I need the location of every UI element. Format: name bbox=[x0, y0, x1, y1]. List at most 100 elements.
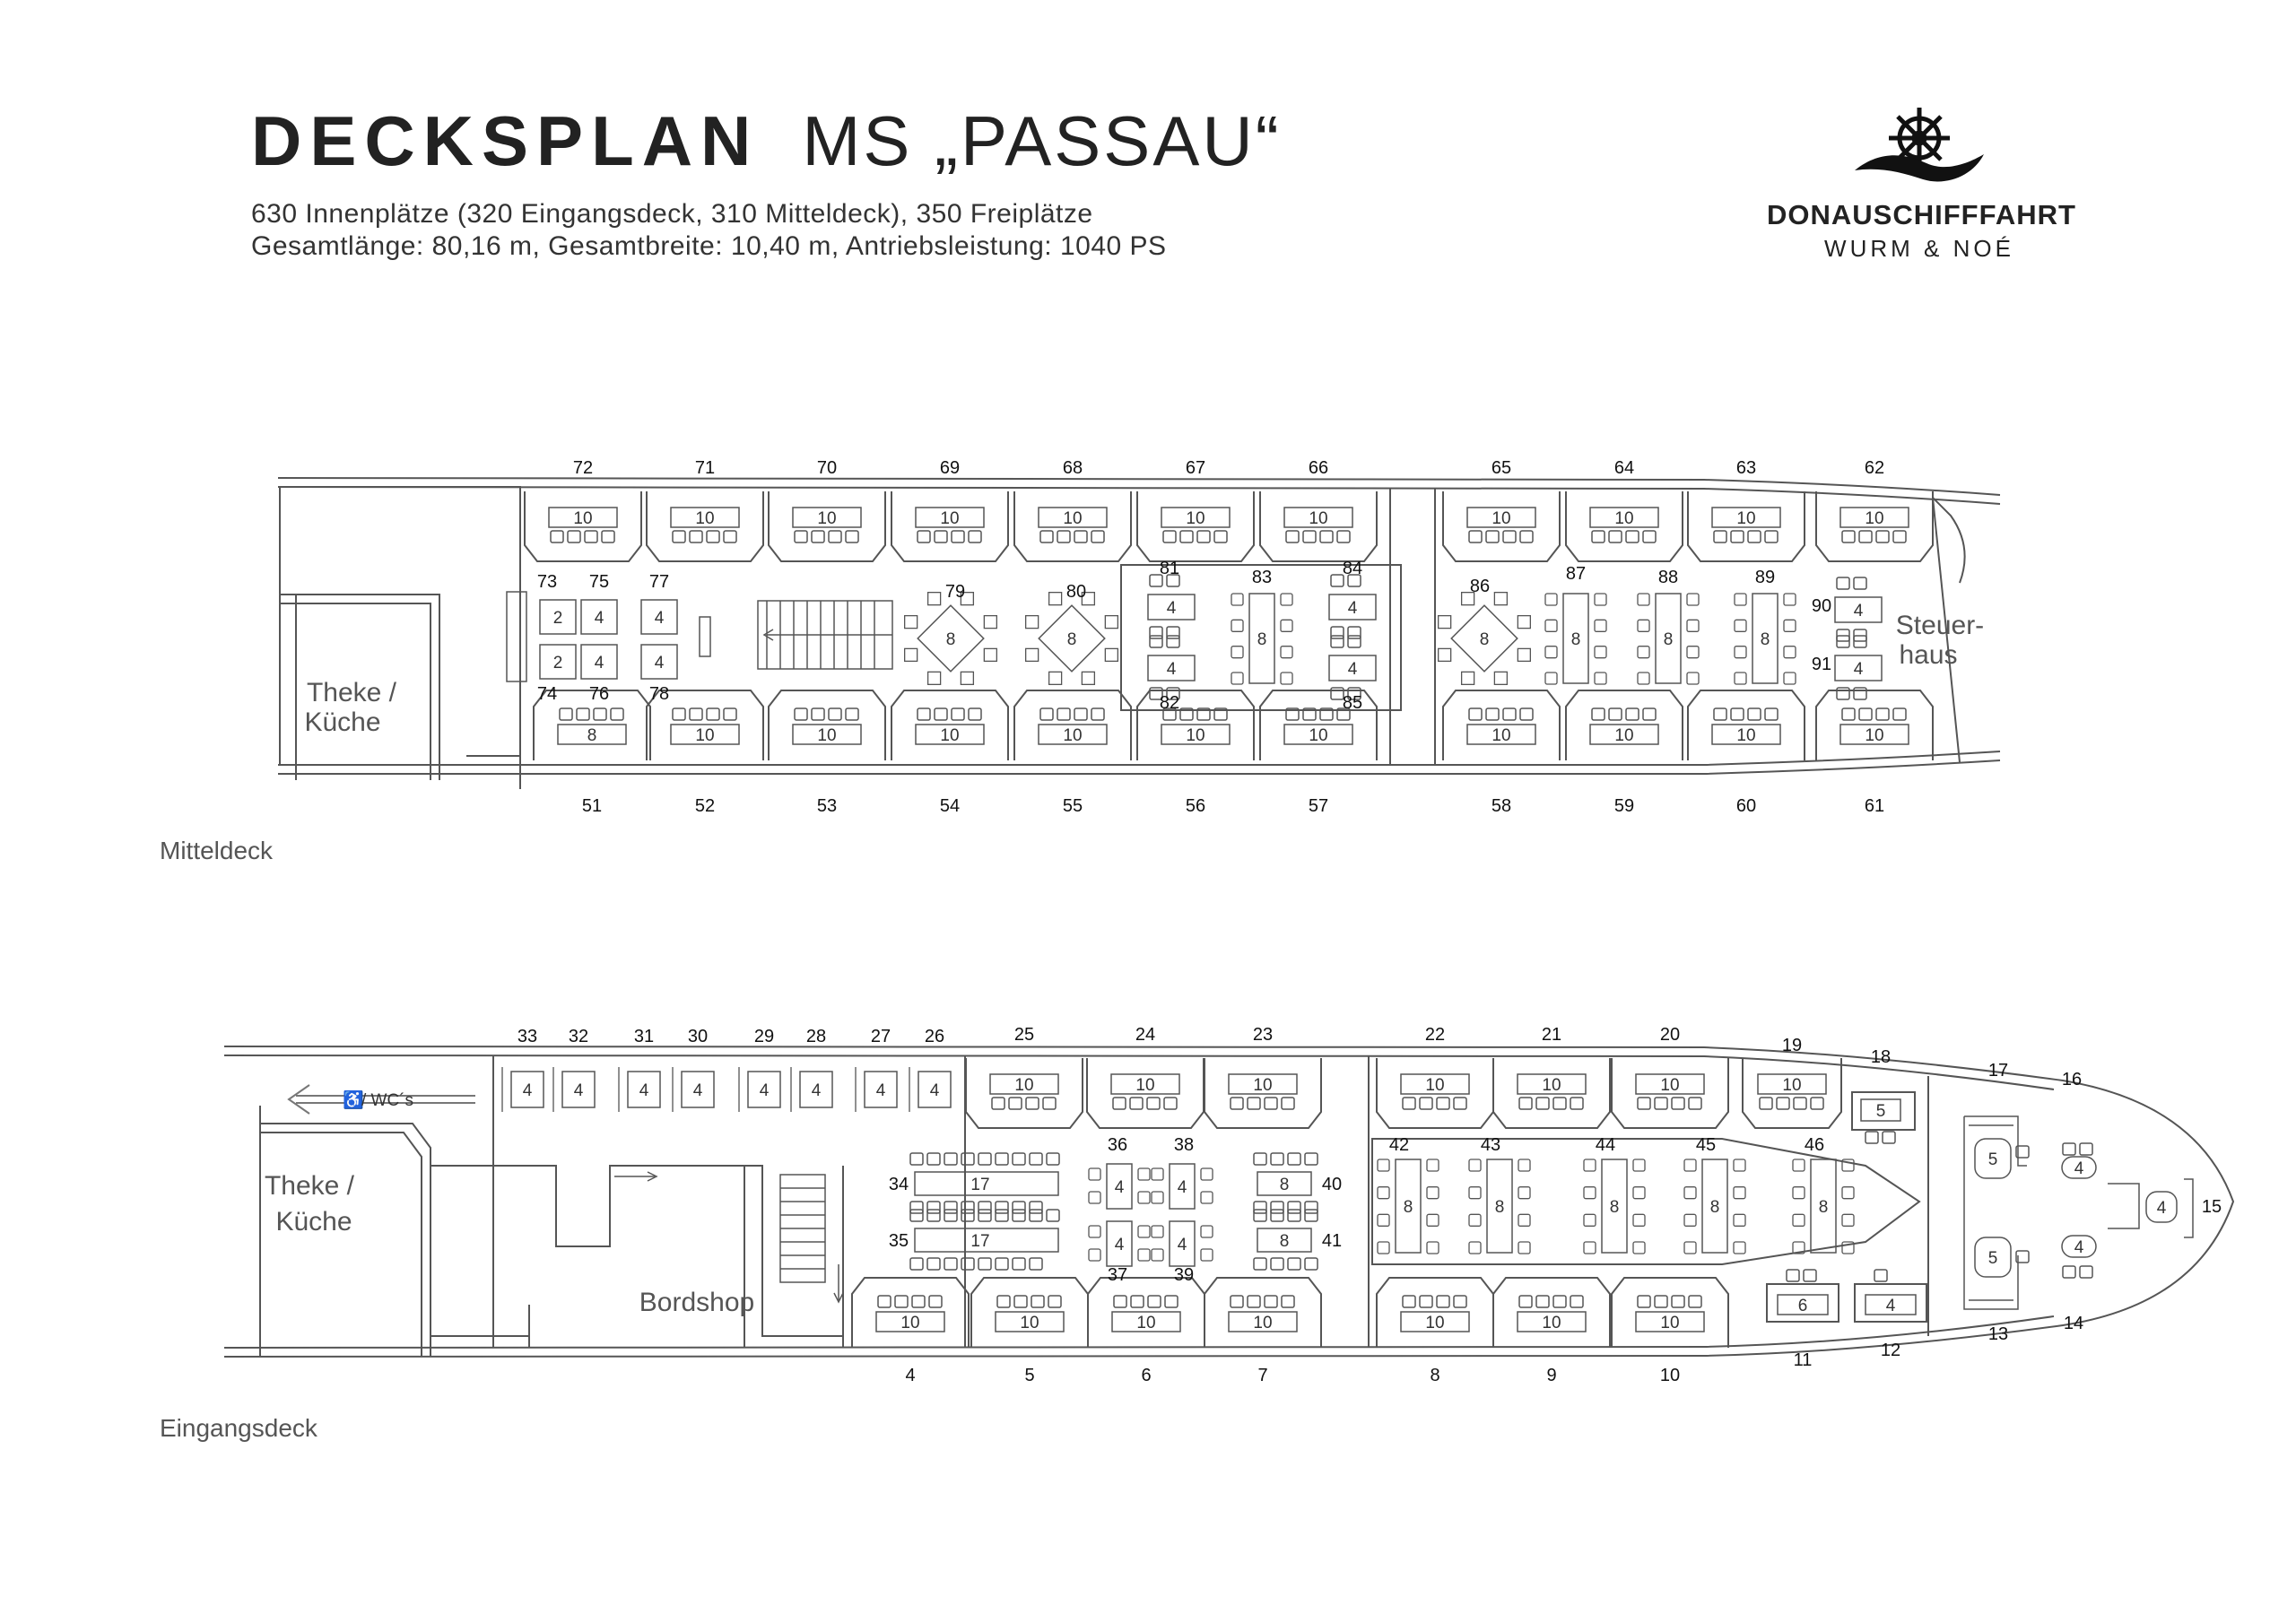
table-capacity: 10 bbox=[1736, 726, 1755, 745]
table-number: 38 bbox=[1174, 1135, 1194, 1155]
chair-icon bbox=[1764, 707, 1779, 721]
table-87: 887 bbox=[1544, 564, 1607, 685]
chair-icon bbox=[995, 1257, 1009, 1271]
chair-icon bbox=[1642, 530, 1657, 543]
table-32: 432 bbox=[552, 1027, 596, 1112]
title-ship-name: MS „PASSAU“ bbox=[802, 101, 1282, 180]
table-76: 476 bbox=[580, 644, 618, 704]
table-number: 44 bbox=[1596, 1135, 1615, 1155]
table-91: 491 bbox=[1812, 635, 1883, 700]
chair-icon bbox=[1081, 671, 1096, 685]
table-number: 6 bbox=[1141, 1366, 1151, 1385]
chair-icon bbox=[991, 1097, 1005, 1110]
chair-icon bbox=[2079, 1142, 2093, 1156]
bow-table-13b: 5 bbox=[1974, 1237, 2012, 1278]
table-number: 21 bbox=[1542, 1025, 1561, 1045]
table-capacity: 4 bbox=[595, 609, 604, 628]
bow-table-14: 4 bbox=[2061, 1235, 2097, 1258]
chair-icon bbox=[1671, 1097, 1685, 1110]
chair-icon bbox=[1336, 707, 1351, 721]
table-number: 72 bbox=[573, 458, 593, 478]
chair-icon bbox=[1031, 1295, 1045, 1308]
chair-icon bbox=[1632, 1186, 1646, 1200]
table-capacity: 10 bbox=[1425, 1076, 1444, 1095]
table-90: 490 bbox=[1812, 577, 1883, 642]
chair-icon bbox=[995, 1201, 1009, 1214]
chair-icon bbox=[1025, 614, 1039, 629]
chair-icon bbox=[1247, 1097, 1261, 1110]
chair-icon bbox=[1874, 1269, 1888, 1282]
table-capacity: 17 bbox=[970, 1176, 989, 1194]
table-number: 53 bbox=[817, 796, 837, 816]
chair-icon bbox=[1570, 1295, 1584, 1308]
chair-icon bbox=[1231, 672, 1244, 685]
seating-layer: 1072107110701069106810671066106510641063… bbox=[501, 458, 2222, 1385]
table-31: 431 bbox=[618, 1027, 661, 1112]
chair-icon bbox=[1485, 530, 1500, 543]
chair-icon bbox=[926, 671, 942, 685]
chair-icon bbox=[584, 530, 598, 543]
chair-icon bbox=[1166, 574, 1180, 587]
table-capacity: 4 bbox=[1178, 1236, 1187, 1254]
table-83: 883 bbox=[1231, 568, 1293, 685]
table-number: 90 bbox=[1812, 596, 1831, 616]
table-capacity: 8 bbox=[946, 630, 956, 649]
table-number: 20 bbox=[1660, 1025, 1680, 1045]
chair-icon bbox=[1287, 1209, 1301, 1222]
chair-icon bbox=[1713, 530, 1727, 543]
table-11: 611 bbox=[1766, 1269, 1839, 1370]
chair-icon bbox=[1104, 614, 1118, 629]
chair-icon bbox=[1865, 1131, 1879, 1144]
table-capacity: 8 bbox=[587, 726, 597, 745]
table-capacity: 4 bbox=[930, 1081, 940, 1100]
chair-icon bbox=[1502, 530, 1517, 543]
chair-icon bbox=[1518, 1097, 1533, 1110]
table-capacity: 10 bbox=[1736, 509, 1755, 528]
chair-icon bbox=[845, 707, 859, 721]
chair-icon bbox=[1319, 530, 1334, 543]
table-number: 51 bbox=[582, 796, 602, 816]
table-number: 78 bbox=[649, 684, 669, 704]
chair-icon bbox=[1637, 672, 1650, 685]
table-capacity: 5 bbox=[1988, 1249, 1998, 1268]
table-51: 8 51 bbox=[533, 690, 651, 816]
chair-icon bbox=[917, 707, 931, 721]
chair-icon bbox=[1247, 1295, 1261, 1308]
chair-icon bbox=[1654, 1097, 1668, 1110]
chair-icon bbox=[1468, 1213, 1482, 1227]
table-8: 108 bbox=[1376, 1277, 1494, 1385]
table-capacity: 10 bbox=[1865, 509, 1883, 528]
chair-icon bbox=[1039, 707, 1054, 721]
chair-icon bbox=[1287, 1152, 1301, 1166]
table-number: 62 bbox=[1865, 458, 1884, 478]
chair-icon bbox=[794, 707, 808, 721]
table-number: 28 bbox=[806, 1027, 826, 1046]
chair-icon bbox=[904, 614, 918, 629]
table-number: 69 bbox=[940, 458, 960, 478]
chair-icon bbox=[1149, 574, 1163, 587]
chair-icon bbox=[1025, 647, 1039, 663]
table-number: 65 bbox=[1492, 458, 1511, 478]
chair-icon bbox=[1793, 1097, 1807, 1110]
chair-icon bbox=[1519, 707, 1534, 721]
logo-line-2: WURM & NOÉ bbox=[1824, 235, 2014, 262]
chair-icon bbox=[1591, 530, 1605, 543]
chair-icon bbox=[1253, 1209, 1267, 1222]
table-9: 109 bbox=[1492, 1277, 1611, 1385]
table-number: 32 bbox=[569, 1027, 588, 1046]
chair-icon bbox=[1029, 1201, 1043, 1214]
table-capacity: 4 bbox=[1167, 660, 1177, 679]
chair-icon bbox=[1776, 1097, 1790, 1110]
table-capacity: 8 bbox=[1710, 1198, 1720, 1217]
chair-icon bbox=[1213, 707, 1228, 721]
chair-icon bbox=[1642, 707, 1657, 721]
chair-icon bbox=[926, 1201, 941, 1214]
table-74: 274 bbox=[537, 644, 577, 704]
table-30: 430 bbox=[672, 1027, 715, 1112]
table-capacity: 10 bbox=[1309, 509, 1327, 528]
